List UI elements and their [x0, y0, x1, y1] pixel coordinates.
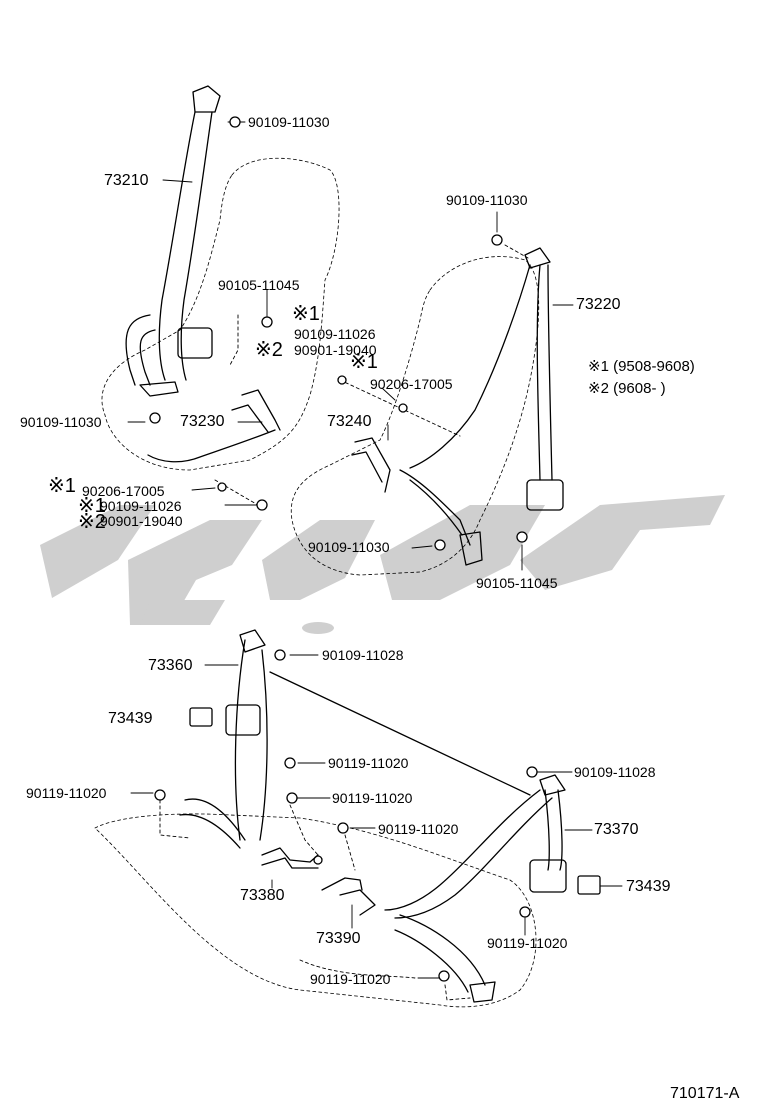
front-right-seat-outline	[290, 256, 540, 576]
label-bolt-rear-1: 90119-11020	[328, 755, 409, 771]
bolt-icon	[438, 970, 450, 982]
bolt-icon	[516, 531, 528, 543]
rear-seat-outline	[94, 813, 537, 1008]
label-note-mark-1a: ※1	[292, 303, 320, 325]
cover-icon	[577, 875, 601, 895]
buckle-73240	[351, 437, 391, 493]
label-bolt-lower-left: 90109-11030	[20, 414, 102, 430]
bolt-icon	[337, 375, 347, 385]
label-retractor-73360: 73360	[148, 657, 193, 674]
belt-73360	[179, 629, 531, 849]
belt-73370	[384, 774, 567, 1003]
bolt-icon	[519, 906, 531, 918]
bolt-icon	[286, 792, 298, 804]
cover-icon	[189, 707, 213, 727]
label-note-mark-2a: ※2	[255, 339, 283, 361]
bolt-icon	[154, 789, 166, 801]
label-buckle-73390: 73390	[316, 930, 361, 947]
buckle-73230	[147, 389, 281, 463]
label-bolt-lower-right: 90109-11030	[308, 539, 390, 555]
bolt-icon	[256, 499, 268, 511]
bolt-icon	[274, 649, 286, 661]
front-left-seat-outline	[101, 157, 340, 471]
label-buckle-bolt-2: 90901-19040	[100, 513, 183, 529]
bolt-icon	[284, 757, 296, 769]
bolt-icon	[491, 234, 503, 246]
label-note-mark-1c: ※1	[78, 495, 106, 517]
label-bolt-rear-5: 90119-11020	[487, 935, 568, 951]
label-bolt-alt-1: 90109-11026	[294, 326, 376, 342]
label-cover-73439-right: 73439	[626, 878, 671, 895]
buckle-73380	[261, 847, 323, 869]
label-retractor-73220: 73220	[576, 296, 621, 313]
label-buckle-washer: 90206-17005	[82, 483, 165, 499]
label-bolt-anchor-top-left: 90109-11030	[248, 114, 330, 130]
label-buckle-73380: 73380	[240, 887, 285, 904]
buckle-73390	[321, 877, 376, 916]
bolt-icon	[434, 539, 446, 551]
bolt-icon	[149, 412, 161, 424]
belt-73210	[125, 85, 221, 397]
label-bolt-rear-3: 90119-11020	[332, 790, 413, 806]
label-retractor-73210: 73210	[104, 172, 149, 189]
label-bolt-floor-left: 90105-11045	[218, 277, 300, 293]
label-bolt-anchor-rear-left: 90109-11028	[322, 647, 404, 663]
label-note-mark-1b: ※1	[48, 475, 76, 497]
label-bolt-anchor-top-right: 90109-11030	[446, 192, 528, 208]
bolt-icon	[261, 316, 273, 328]
belt-73220	[399, 247, 564, 566]
bolt-icon	[229, 116, 241, 128]
label-bolt-anchor-rear-right: 90109-11028	[574, 764, 656, 780]
label-cover-73439-left: 73439	[108, 710, 153, 727]
label-buckle-bolt-1: 90109-11026	[100, 498, 182, 514]
label-buckle-73240: 73240	[327, 413, 372, 430]
washer-icon	[398, 403, 408, 413]
legend-note-1: ※1 (9508-9608)	[588, 358, 695, 375]
label-bolt-rear-4: 90119-11020	[378, 821, 459, 837]
label-buckle-73230: 73230	[180, 413, 225, 430]
washer-icon	[217, 482, 227, 492]
watermark-logo	[40, 495, 725, 634]
rear-leaders	[130, 654, 623, 1001]
label-retractor-73370: 73370	[594, 821, 639, 838]
label-note-mark-1d: ※1	[350, 351, 378, 373]
bolt-icon	[526, 766, 538, 778]
label-bolt-alt-2: 90901-19040	[294, 342, 377, 358]
label-bolt-rear-2: 90119-11020	[26, 785, 107, 801]
bolt-icon	[337, 822, 349, 834]
figure-code: 710171-A	[670, 1085, 740, 1102]
label-bolt-floor-right: 90105-11045	[476, 575, 558, 591]
legend-note-2: ※2 (9608- )	[588, 380, 666, 397]
label-bolt-rear-6: 90119-11020	[310, 971, 391, 987]
label-note-mark-2b: ※2	[78, 511, 106, 533]
label-washer-right: 90206-17005	[370, 376, 453, 392]
